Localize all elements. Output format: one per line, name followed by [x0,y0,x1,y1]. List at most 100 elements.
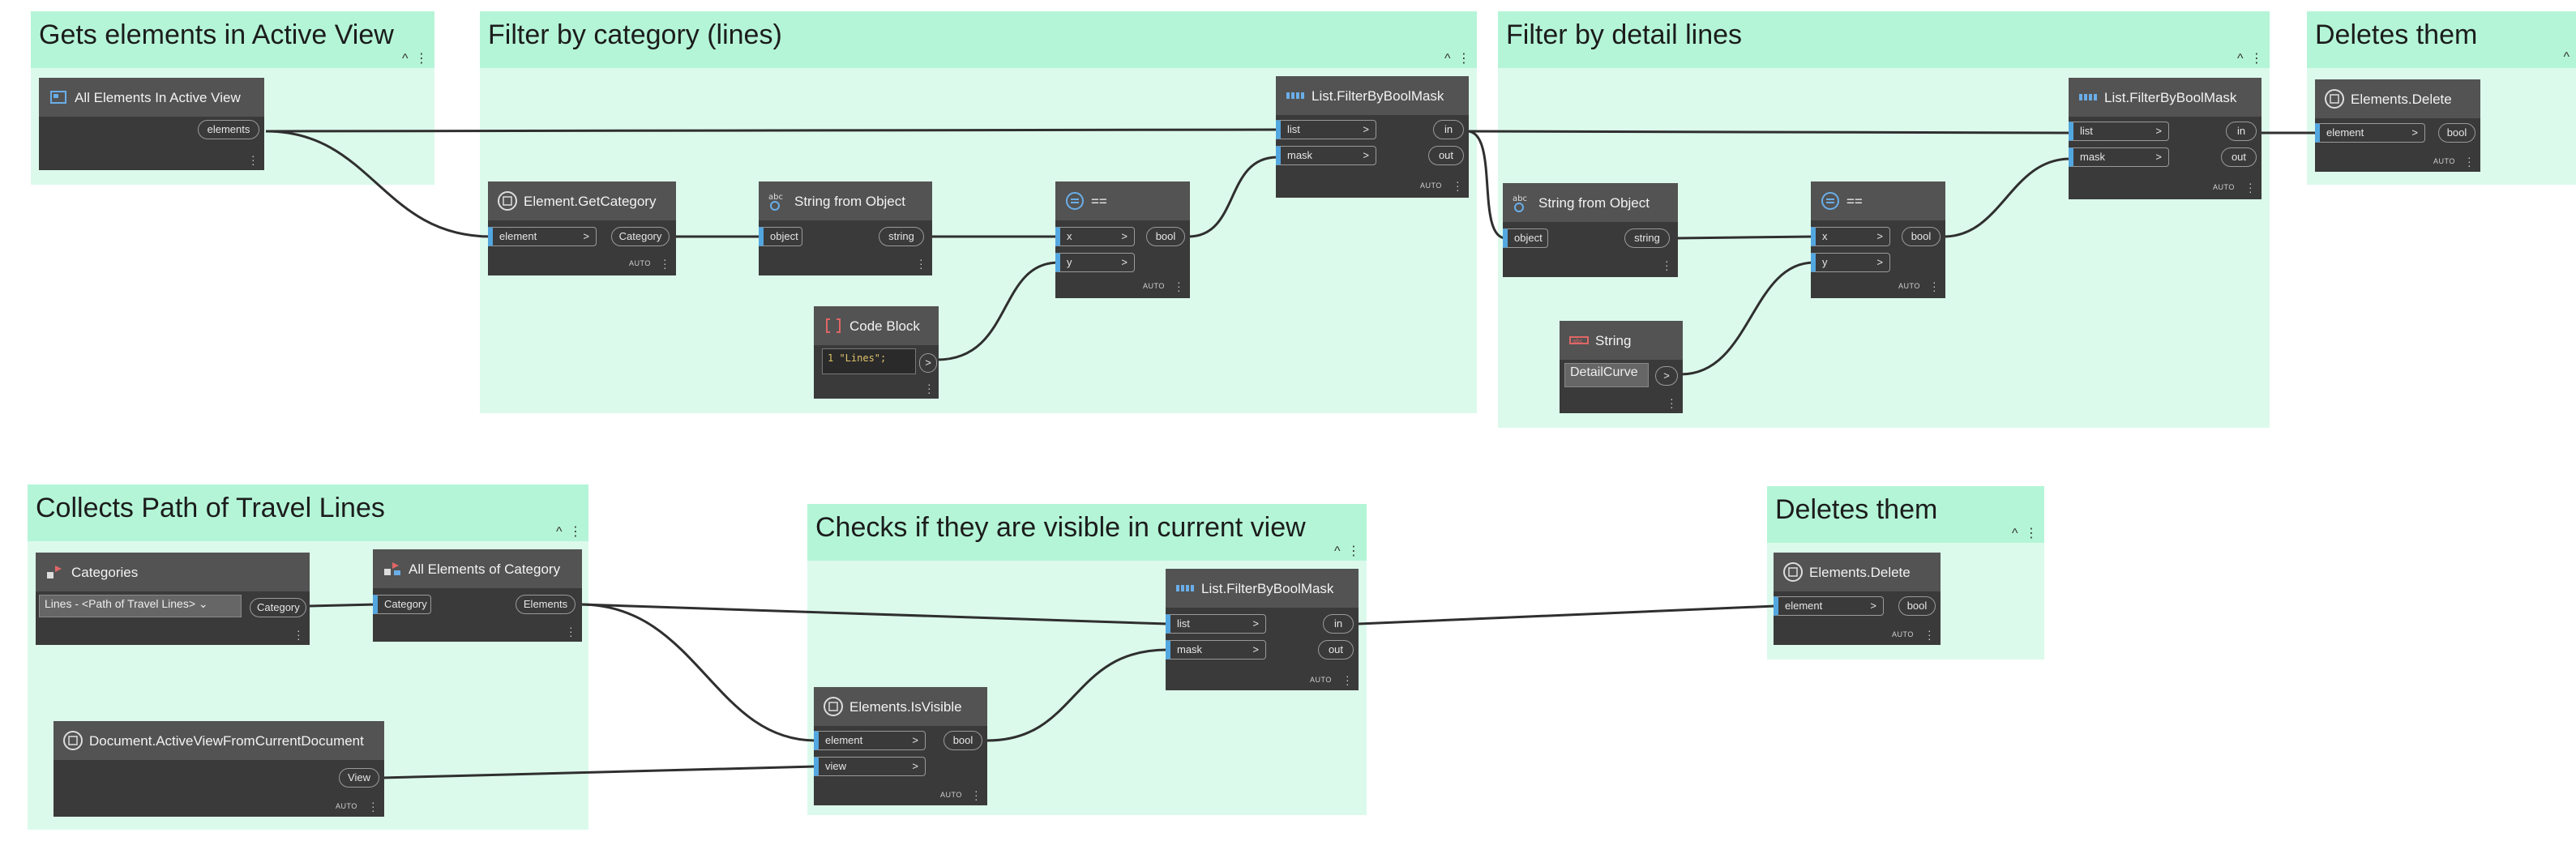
node-header[interactable]: == [1055,181,1190,220]
node-header[interactable]: Code Block [814,306,939,345]
input-port-view[interactable]: view> [814,757,926,776]
code-editor[interactable]: 1 "Lines"; [822,348,916,374]
input-port-object[interactable]: object [759,227,802,246]
group-controls[interactable]: ^ [2563,50,2571,65]
node-elements-delete-2[interactable]: Elements.Delete element> bool AUTO ··· [1774,553,1941,645]
node-menu-icon[interactable]: ··· [1670,392,1674,413]
group-header[interactable]: Deletes them ^ [2307,11,2576,68]
output-port-out[interactable]: out [2221,147,2257,167]
output-port-string[interactable]: string [1624,228,1670,248]
output-port-bool[interactable]: bool [2438,123,2475,143]
group-controls[interactable]: ^ ⋮ [556,523,584,540]
collapse-icon[interactable]: ^ [1444,52,1453,66]
input-port-y[interactable]: y> [1811,253,1890,272]
node-menu-icon[interactable]: ··· [1665,254,1669,275]
group-controls[interactable]: ^ ⋮ [1334,543,1362,559]
node-header[interactable]: abc String from Object [1503,183,1678,222]
output-port-out[interactable]: out [1318,640,1354,660]
output-port-in[interactable]: in [1433,120,1464,139]
node-menu-icon[interactable]: ··· [2249,177,2253,198]
node-header[interactable]: List.FilterByBoolMask [1276,76,1469,115]
input-port-element[interactable]: element> [488,227,597,246]
output-port-category[interactable]: Category [250,598,306,617]
output-port-elements[interactable]: elements [198,120,259,139]
node-list-filterbyboolmask[interactable]: List.FilterByBoolMask list> mask> in out… [1276,76,1469,198]
group-controls[interactable]: ^ ⋮ [2237,50,2265,66]
node-menu-icon[interactable]: ··· [371,796,375,817]
output-port-in[interactable]: in [2226,122,2257,141]
lacing-label[interactable]: AUTO [336,802,357,810]
node-categories[interactable]: Categories Lines - <Path of Travel Lines… [36,553,310,645]
input-port-mask[interactable]: mask> [2069,147,2169,167]
input-port-x[interactable]: x> [1811,227,1890,246]
node-menu-icon[interactable]: ··· [1928,624,1932,645]
node-menu-icon[interactable]: ··· [974,784,978,805]
menu-icon[interactable]: ⋮ [2025,527,2039,540]
output-port-elements[interactable]: Elements [516,595,576,614]
output-port-string[interactable]: string [879,227,924,246]
node-element-getcategory[interactable]: Element.GetCategory element> Category AU… [488,181,676,275]
group-header[interactable]: Filter by category (lines) ^ ⋮ [480,11,1477,68]
input-port-element[interactable]: element> [814,731,926,750]
node-string[interactable]: abc String DetailCurve > ··· [1560,321,1683,413]
node-string-from-object[interactable]: abc String from Object object string ··· [759,181,932,275]
collapse-icon[interactable]: ^ [2563,50,2571,64]
lacing-label[interactable]: AUTO [1310,676,1332,684]
node-header[interactable]: Categories [36,553,310,591]
node-menu-icon[interactable]: ··· [1177,275,1181,297]
group-header[interactable]: Deletes them ^ ⋮ [1767,486,2044,543]
collapse-icon[interactable]: ^ [2237,52,2245,66]
output-port-view[interactable]: View [339,768,379,788]
input-port-object[interactable]: object [1503,228,1548,248]
node-elements-isvisible[interactable]: Elements.IsVisible element> view> bool A… [814,687,987,805]
group-header[interactable]: Filter by detail lines ^ ⋮ [1498,11,2270,68]
group-header[interactable]: Checks if they are visible in current vi… [807,504,1367,561]
node-list-filterbyboolmask-3[interactable]: List.FilterByBoolMask list> mask> in out… [1166,569,1359,690]
node-all-elements-in-active-view[interactable]: All Elements In Active View elements ··· [39,78,264,170]
node-header[interactable]: Element.GetCategory [488,181,676,220]
input-port-category[interactable]: Category [373,595,431,614]
node-menu-icon[interactable]: ··· [297,624,301,645]
node-menu-icon[interactable]: ··· [927,378,931,399]
output-port-bool[interactable]: bool [1146,227,1185,246]
collapse-icon[interactable]: ^ [1334,544,1342,558]
lacing-label[interactable]: AUTO [2213,183,2235,191]
node-menu-icon[interactable]: ··· [2467,151,2471,172]
group-controls[interactable]: ^ ⋮ [2012,525,2039,541]
lacing-label[interactable]: AUTO [1143,282,1165,290]
input-port-element[interactable]: element> [2315,123,2425,143]
output-port[interactable]: > [919,353,937,373]
node-header[interactable]: All Elements of Category [373,549,582,588]
group-header[interactable]: Gets elements in Active View ^ ⋮ [31,11,434,68]
input-port-list[interactable]: list> [2069,122,2169,141]
collapse-icon[interactable]: ^ [556,525,564,539]
output-port-bool[interactable]: bool [944,731,982,750]
node-equals[interactable]: == x> y> bool AUTO ··· [1055,181,1190,298]
node-menu-icon[interactable]: ··· [663,253,667,274]
collapse-icon[interactable]: ^ [2012,527,2020,540]
output-port-category[interactable]: Category [611,227,670,246]
output-port[interactable]: > [1655,366,1678,386]
output-port-in[interactable]: in [1323,614,1354,634]
node-menu-icon[interactable]: ··· [251,149,255,170]
node-menu-icon[interactable]: ··· [1346,669,1350,690]
lacing-label[interactable]: AUTO [940,791,962,799]
menu-icon[interactable]: ⋮ [1347,544,1362,558]
menu-icon[interactable]: ⋮ [569,525,584,539]
node-header[interactable]: abc String [1560,321,1683,360]
group-controls[interactable]: ^ ⋮ [1444,50,1472,66]
node-header[interactable]: == [1811,181,1945,220]
input-port-mask[interactable]: mask> [1276,146,1376,165]
node-menu-icon[interactable]: ··· [919,253,923,274]
node-header[interactable]: Elements.Delete [2315,79,2480,118]
category-dropdown[interactable]: Lines - <Path of Travel Lines> ⌄ [39,595,242,617]
node-equals-2[interactable]: == x> y> bool AUTO ··· [1811,181,1945,298]
input-port-mask[interactable]: mask> [1166,640,1266,660]
menu-icon[interactable]: ⋮ [1457,52,1472,66]
lacing-label[interactable]: AUTO [1892,630,1914,638]
lacing-label[interactable]: AUTO [1420,181,1442,190]
node-header[interactable]: abc String from Object [759,181,932,220]
input-port-list[interactable]: list> [1166,614,1266,634]
input-port-x[interactable]: x> [1055,227,1135,246]
input-port-y[interactable]: y> [1055,253,1135,272]
